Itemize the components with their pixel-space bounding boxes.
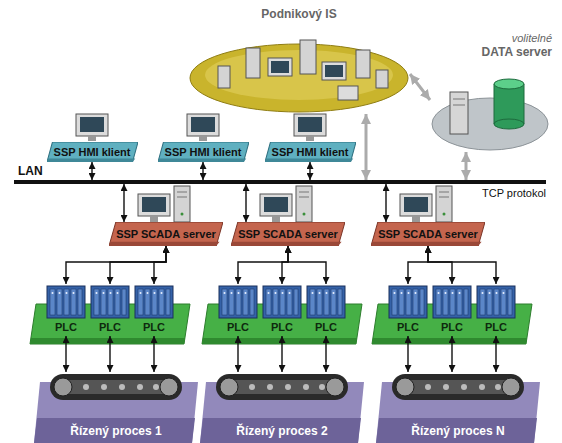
hmi-monitor	[294, 114, 326, 141]
plc: PLC	[216, 284, 260, 336]
connector-arrow	[154, 246, 166, 284]
scada-computer	[400, 186, 452, 222]
node-label: PLC	[227, 321, 249, 334]
connector-arrow	[385, 184, 386, 222]
hmi-client: SSP HMI klient	[265, 142, 356, 162]
node-label: Podnikový IS	[261, 7, 336, 22]
node-label: Řízený proces 2	[236, 424, 327, 439]
controlled-process: Řízený proces 1	[34, 372, 198, 443]
node-label: PLC	[55, 321, 77, 334]
connector-arrow	[408, 246, 428, 284]
node-label: Řízený proces 1	[70, 424, 161, 439]
connector-arrow	[245, 184, 246, 222]
controlled-process: Řízený proces N	[376, 372, 540, 443]
node-label: PLC	[441, 321, 463, 334]
scada-computer	[260, 186, 312, 222]
plc: PLC	[304, 284, 348, 336]
enterprise-is: Podnikový IS	[188, 4, 410, 114]
connector-arrow	[410, 74, 430, 100]
plc: PLC	[260, 284, 304, 336]
node-label: volitelné	[430, 32, 558, 45]
node-label: DATA server	[430, 45, 558, 60]
data-server: volitelnéDATA server	[430, 30, 558, 152]
node-label: PLC	[397, 321, 419, 334]
node-label: SSP HMI klient	[54, 146, 131, 159]
plc: PLC	[88, 284, 132, 336]
connector-arrow	[309, 162, 310, 180]
connector-arrow	[428, 246, 452, 284]
connector-arrow	[281, 336, 282, 372]
bus-label: LAN	[18, 164, 43, 178]
connector-arrow	[288, 246, 326, 284]
plc: PLC	[386, 284, 430, 336]
connector-arrow	[237, 336, 238, 372]
node-label: SSP SCADA server	[238, 228, 338, 241]
hmi-monitor	[187, 114, 219, 141]
connector-arrow	[325, 336, 326, 372]
plc: PLC	[474, 284, 518, 336]
scada-server: SSP SCADA server	[109, 222, 223, 246]
node-label: PLC	[271, 321, 293, 334]
scada-server: SSP SCADA server	[371, 222, 485, 246]
connector-arrow	[365, 114, 368, 180]
connector-arrow	[109, 336, 110, 372]
node-label: Řízený proces N	[411, 424, 504, 439]
connector-arrow	[428, 246, 496, 284]
node-label: PLC	[315, 321, 337, 334]
node-label: PLC	[485, 321, 507, 334]
hmi-client: SSP HMI klient	[158, 142, 249, 162]
connector-arrow	[153, 336, 154, 372]
lan-bus: LANTCP protokol	[14, 180, 546, 184]
hmi-client: SSP HMI klient	[47, 142, 138, 162]
connector-arrow	[91, 162, 92, 180]
connector-arrow	[66, 246, 166, 284]
plc: PLC	[44, 284, 88, 336]
plc: PLC	[430, 284, 474, 336]
node-label: PLC	[143, 321, 165, 334]
node-label: SSP HMI klient	[272, 146, 349, 159]
node-label: SSP SCADA server	[116, 228, 216, 241]
connector-arrow	[465, 152, 468, 180]
scada-server: SSP SCADA server	[231, 222, 345, 246]
controlled-process: Řízený proces 2	[200, 372, 364, 443]
connector-arrow	[202, 162, 203, 180]
connector-arrow	[65, 336, 66, 372]
bus-label: TCP protokol	[482, 187, 546, 200]
connector-arrow	[495, 336, 496, 372]
connector-arrow	[110, 246, 166, 284]
scada-computer	[138, 186, 190, 222]
hmi-monitor	[76, 114, 108, 141]
connector-arrow	[407, 336, 408, 372]
connector-arrow	[123, 184, 124, 222]
node-label: SSP SCADA server	[378, 228, 478, 241]
connector-arrow	[451, 336, 452, 372]
node-label: PLC	[99, 321, 121, 334]
plc: PLC	[132, 284, 176, 336]
connector-arrow	[282, 246, 288, 284]
connector-arrow	[238, 246, 288, 284]
node-label: SSP HMI klient	[165, 146, 242, 159]
